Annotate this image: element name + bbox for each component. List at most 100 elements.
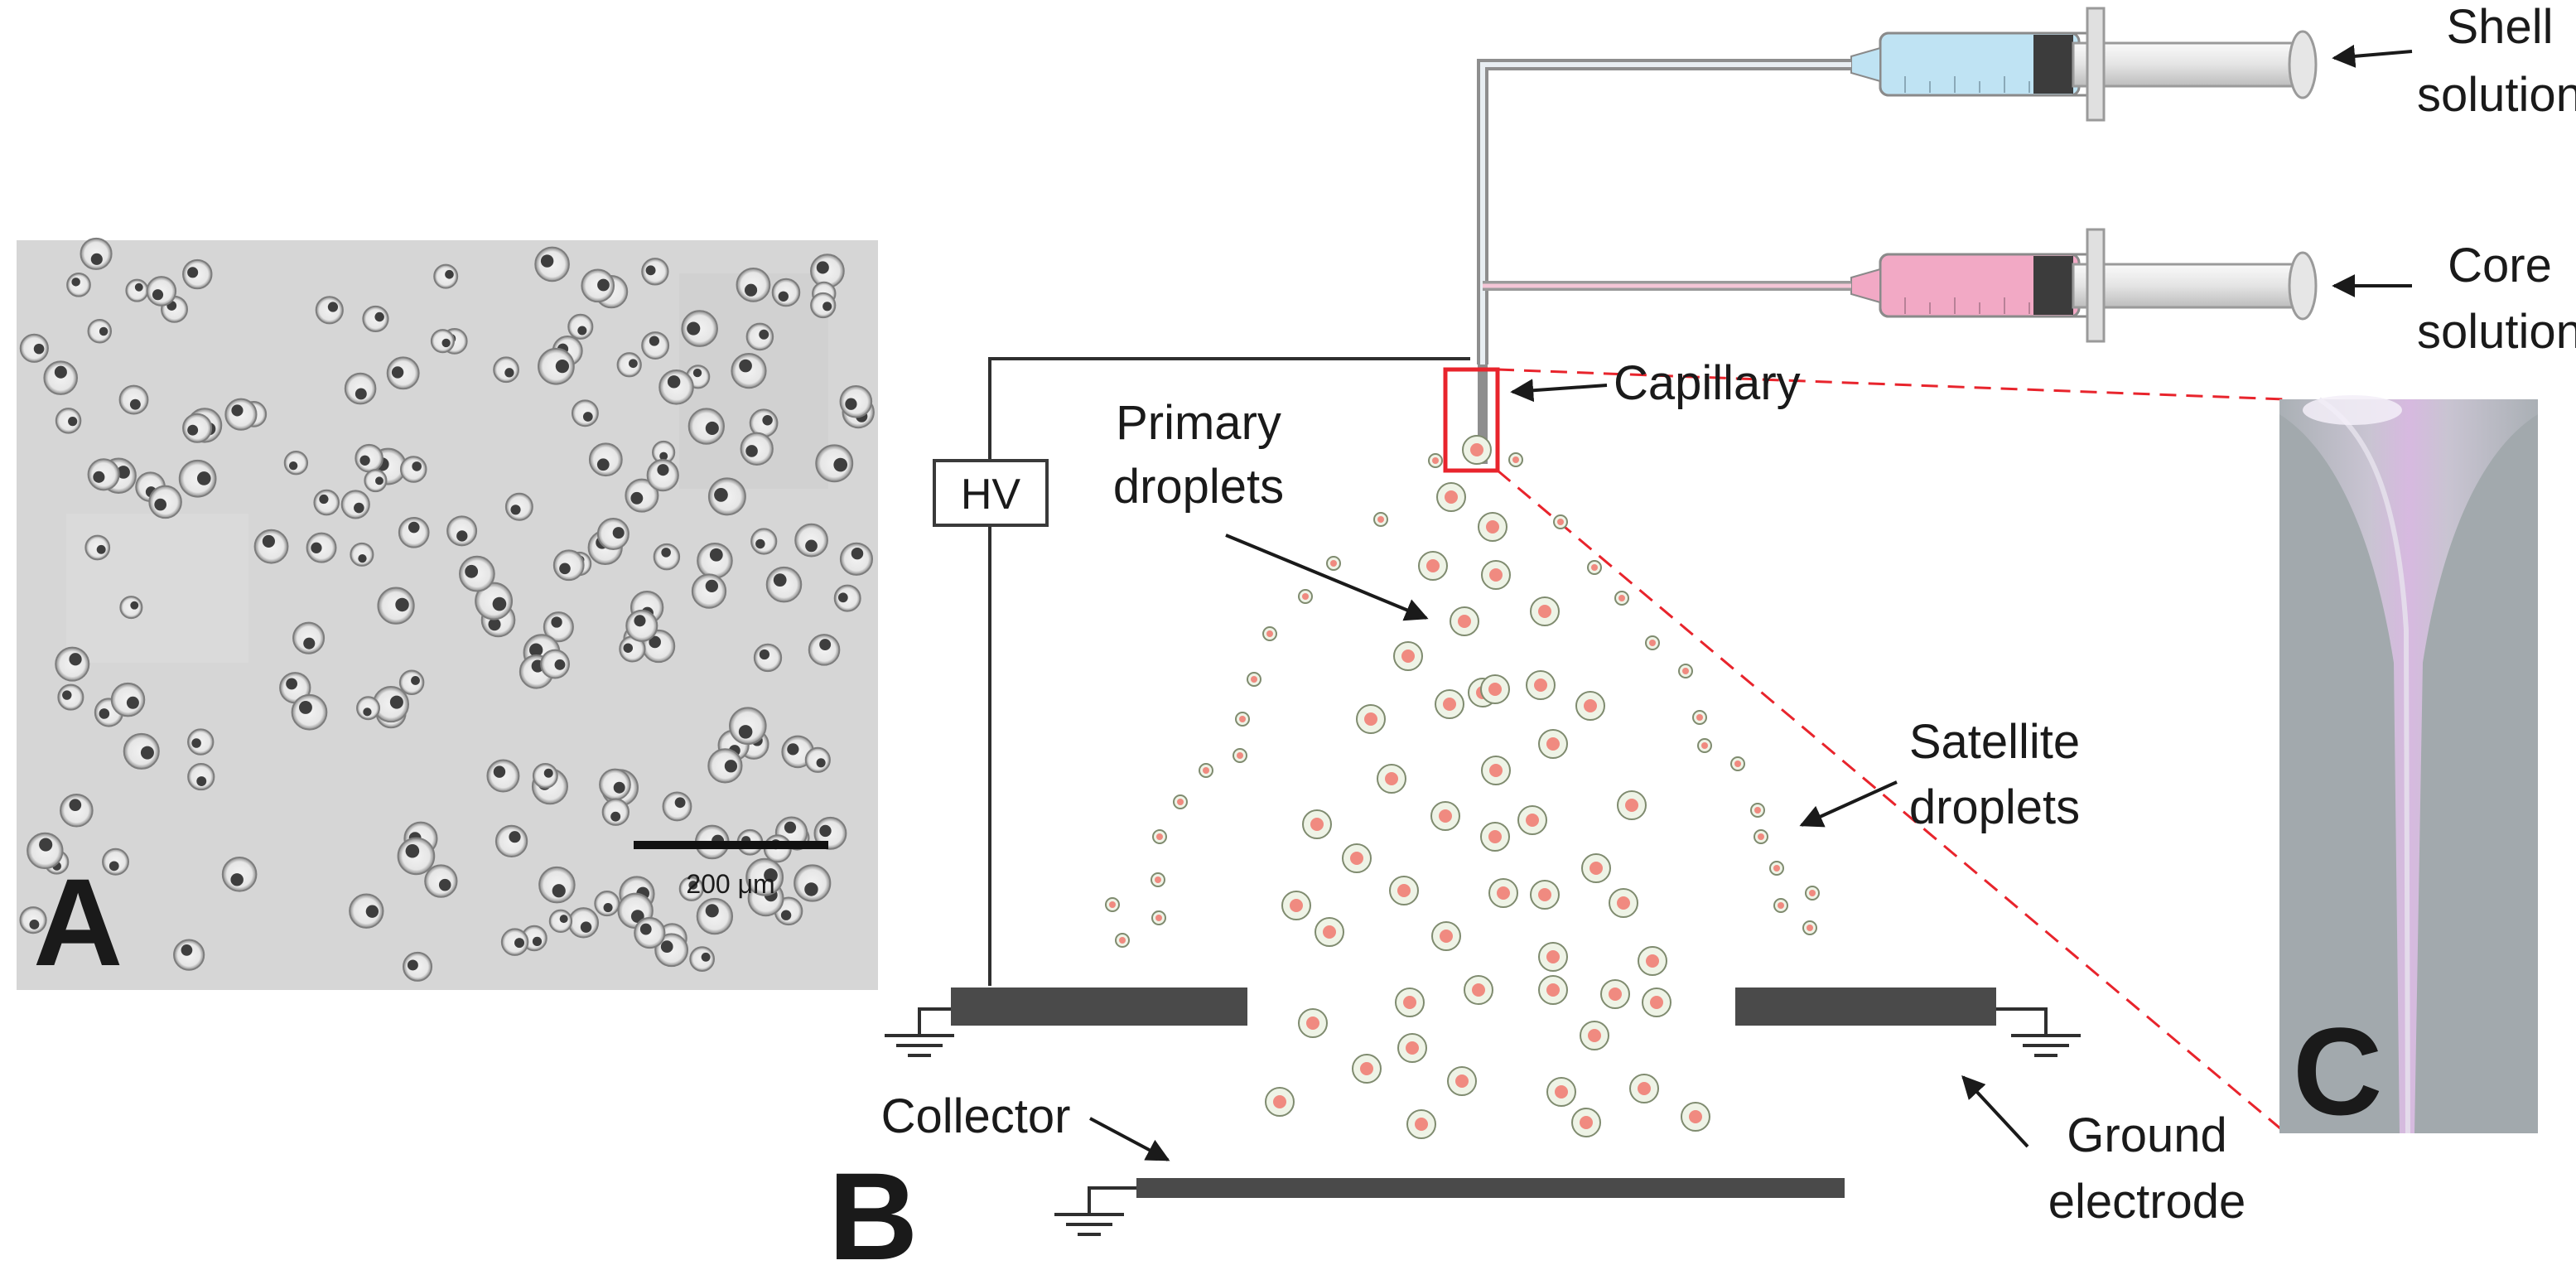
microcapsule-core xyxy=(154,498,166,511)
microcapsule-core xyxy=(405,843,420,858)
microcapsule-core xyxy=(363,707,372,717)
microcapsule-core xyxy=(140,746,154,760)
primary-droplet-core xyxy=(1488,830,1502,843)
primary-droplet-core xyxy=(1625,799,1638,812)
satellite-droplet-core xyxy=(1266,630,1273,637)
microcapsule-core xyxy=(819,639,832,651)
microcapsule-core xyxy=(99,708,110,719)
microcapsule-core xyxy=(552,884,566,898)
primary-droplet-core xyxy=(1403,996,1416,1009)
microcapsule-core xyxy=(33,343,45,355)
primary-droplet-core xyxy=(1385,772,1398,785)
microcapsule-core xyxy=(551,616,562,628)
microcapsule-core xyxy=(822,302,832,311)
satellite-droplet-core xyxy=(1557,519,1564,525)
microcapsule-core xyxy=(181,944,193,956)
core-syringe xyxy=(1850,228,2318,343)
microcapsule-core xyxy=(389,695,403,709)
satellite-droplet-core xyxy=(1754,807,1761,814)
microcapsule-core xyxy=(630,491,644,505)
satellite-droplet-core xyxy=(1778,902,1784,909)
microcapsule-core xyxy=(540,254,554,268)
microcapsule-core xyxy=(837,592,848,603)
microcapsule-core xyxy=(705,904,719,918)
microcapsule-core xyxy=(705,421,719,435)
microcapsule-core xyxy=(69,653,82,666)
primary-droplet-core xyxy=(1589,862,1603,875)
hv-circuit: HV xyxy=(933,357,1470,986)
core-syringe-plunger xyxy=(2072,263,2299,309)
microcapsule-core xyxy=(529,643,543,657)
primary-droplet-core xyxy=(1290,899,1303,912)
ground-electrodes xyxy=(951,988,1996,1198)
primary-droplet-core xyxy=(1406,1041,1419,1055)
collector-plate xyxy=(1136,1178,1845,1198)
microcapsule-core xyxy=(134,282,143,292)
primary-droplets-arrow xyxy=(1225,534,1429,621)
microcapsule-core xyxy=(603,903,613,913)
microcapsule-core xyxy=(739,359,752,373)
ground-electrode-arrow xyxy=(1961,1074,2029,1148)
microcapsule-core xyxy=(93,471,105,483)
microcapsule-core xyxy=(509,831,521,843)
primary-droplet-core xyxy=(1306,1016,1319,1030)
ground-symbol-collector xyxy=(1054,1186,1136,1236)
zoom-guide-lines xyxy=(1497,368,2287,1135)
microcapsule-core xyxy=(649,635,661,649)
microcapsule-core xyxy=(504,368,514,378)
microcapsule-core xyxy=(630,910,644,923)
microcapsule-core xyxy=(441,338,451,348)
microcapsule-core xyxy=(96,544,106,554)
primary-droplet-core xyxy=(1538,605,1551,618)
microcapsule-core xyxy=(395,597,409,612)
primary-droplet-core xyxy=(1488,683,1502,696)
microcapsule-core xyxy=(596,458,610,471)
satellite-droplet-core xyxy=(1807,925,1813,931)
microcapsule-core xyxy=(299,701,312,714)
microcapsule-core xyxy=(230,873,244,886)
microcapsule-core xyxy=(286,678,297,690)
microcapsule-core xyxy=(559,563,571,575)
satellite-droplets-label-line2: droplets xyxy=(1909,780,2080,834)
microcapsule-core xyxy=(816,758,826,768)
core-solution-label-line1: Core xyxy=(2448,239,2552,292)
microcapsule-core xyxy=(99,326,109,336)
microcapsule-core xyxy=(355,388,367,400)
microcapsule-core xyxy=(580,921,592,933)
primary-droplet-core xyxy=(1323,925,1336,939)
microcapsule-core xyxy=(687,321,701,336)
microcapsule-cells xyxy=(19,237,875,982)
shell-syringe-plunger-seal xyxy=(2033,35,2073,94)
primary-droplet-core xyxy=(1534,678,1547,692)
satellite-droplet-core xyxy=(1649,640,1656,646)
satellite-droplet-core xyxy=(1237,752,1243,759)
primary-droplet-core xyxy=(1439,809,1452,823)
microcapsule-core xyxy=(445,269,454,279)
microcapsule-core xyxy=(365,905,379,918)
ground-symbol-right xyxy=(1996,1007,2081,1057)
satellite-droplet-core xyxy=(1809,890,1816,896)
ground-symbols xyxy=(885,1007,2081,1236)
primary-droplets-label-line1: Primary xyxy=(1116,396,1281,450)
panel-b-schematic: HV xyxy=(828,0,2576,1270)
microcapsule-core xyxy=(126,696,139,709)
satellite-droplet-core xyxy=(1119,937,1126,944)
microcapsule-core xyxy=(764,868,778,882)
panel-c-taylor-cone: C xyxy=(2279,395,2538,1141)
primary-droplet-core xyxy=(1617,896,1630,910)
satellite-droplet-core xyxy=(1377,516,1384,523)
microcapsule-core xyxy=(639,923,652,935)
hv-wire xyxy=(988,357,1470,986)
microcapsule-core xyxy=(709,548,723,562)
satellite-droplet-core xyxy=(1701,742,1708,749)
primary-droplet-core xyxy=(1497,886,1510,900)
satellite-droplet-core xyxy=(1734,761,1741,767)
microcapsule-core xyxy=(510,505,521,515)
microcapsule-core xyxy=(412,461,422,471)
microcapsule-core xyxy=(805,539,818,553)
microcapsule-core xyxy=(645,265,656,276)
microcapsule-core xyxy=(543,768,553,778)
microcapsule-core xyxy=(493,765,506,778)
shell-syringe-thumb-press xyxy=(2288,30,2318,99)
